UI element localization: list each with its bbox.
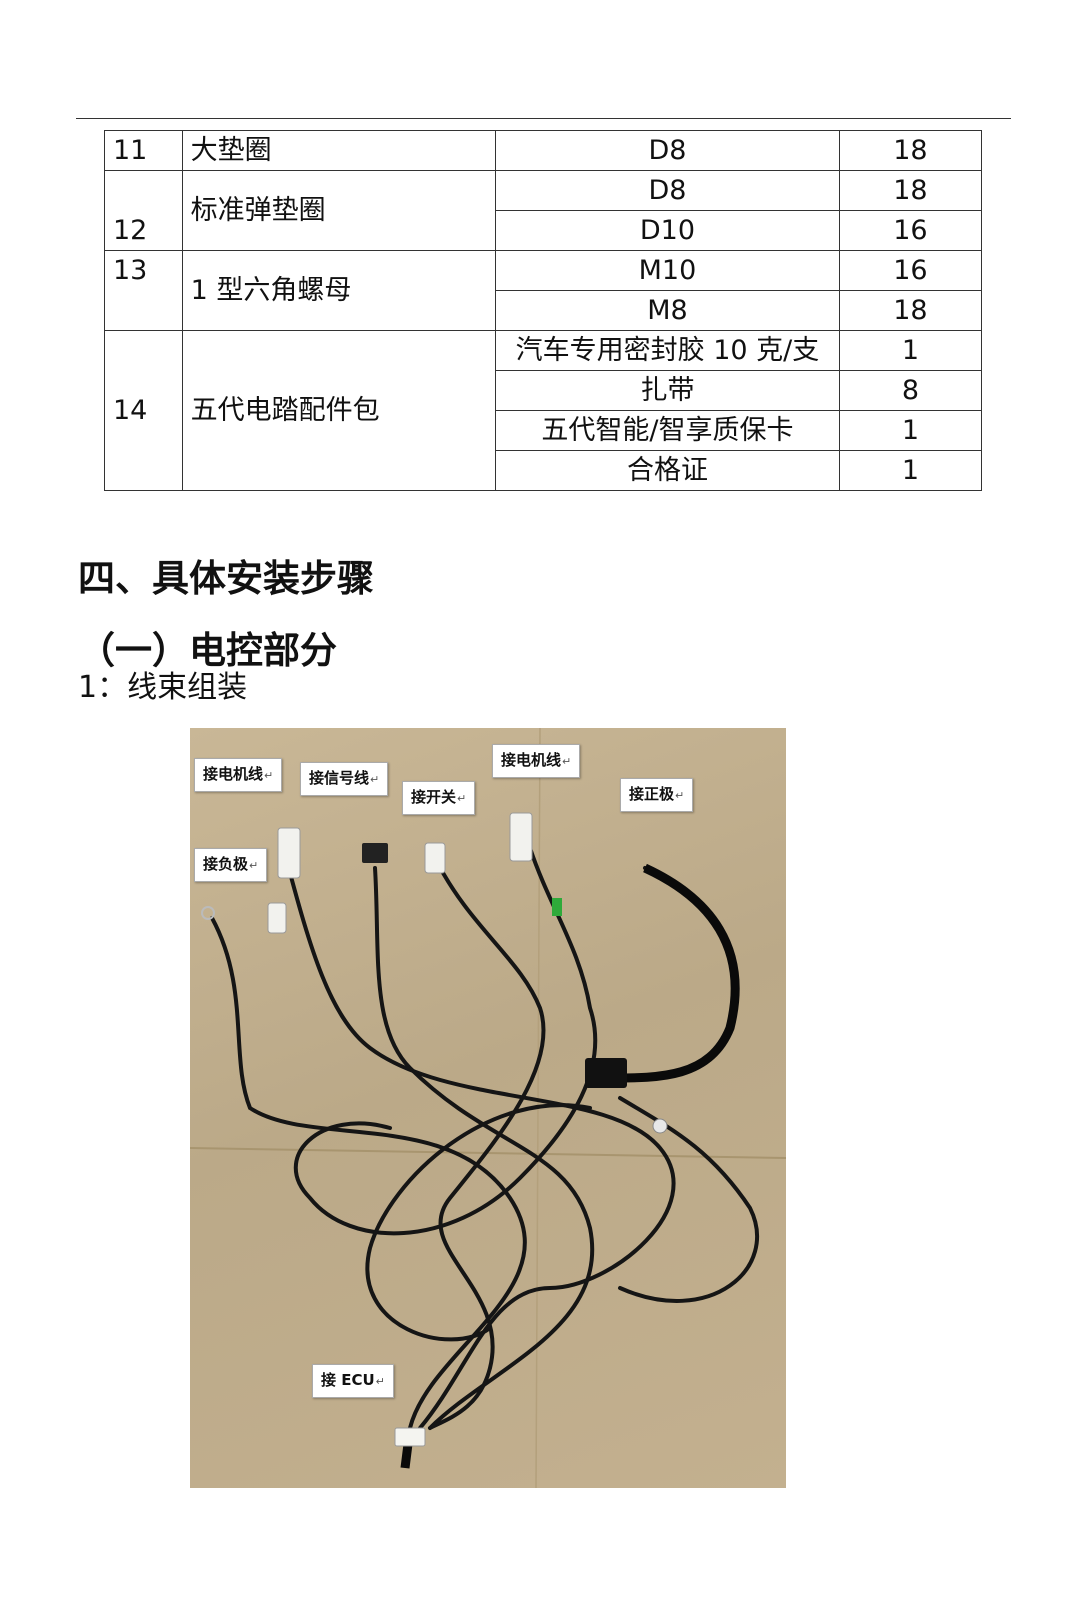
part-qty: 1	[838, 410, 983, 451]
part-name: 五代电踏配件包	[181, 330, 497, 491]
part-qty: 18	[838, 170, 983, 211]
table-row: D10 16	[105, 210, 983, 251]
wire-bundle	[210, 846, 759, 1430]
callout-ecu: 接 ECU↵	[312, 1364, 394, 1398]
motor-connector-left-b	[267, 902, 287, 934]
callout-motor-right: 接电机线↵	[492, 744, 581, 778]
table-row: 11 大垫圈 D8 18	[104, 130, 983, 171]
part-qty: 18	[838, 290, 983, 331]
step-label: 1：线束组装	[78, 670, 248, 705]
table-row: 合格证 1	[105, 450, 983, 491]
callout-switch: 接开关↵	[402, 781, 476, 815]
part-spec: 五代智能/智享质保卡	[495, 410, 840, 451]
main-cable	[609, 863, 740, 1083]
section-title: 四、具体安装步骤	[78, 557, 374, 600]
ring-terminal	[652, 1118, 668, 1134]
signal-connector	[362, 843, 388, 863]
subsection-title: （一）电控部分	[78, 629, 337, 672]
part-qty: 1	[838, 330, 983, 371]
part-spec: 合格证	[495, 450, 840, 491]
wiring-harness-photo: 接电机线↵ 接信号线↵ 接开关↵ 接电机线↵ 接正极↵ 接负极↵ 接 ECU↵	[190, 728, 786, 1488]
part-qty: 1	[838, 450, 983, 491]
part-spec: D8	[495, 130, 840, 171]
table-row: 13 1 型六角螺母 M10 16	[104, 250, 983, 331]
parts-table: 11 大垫圈 D8 18 12 标准弹垫圈 D8 18 D10 16 13 1 …	[104, 130, 983, 491]
part-name: 标准弹垫圈	[181, 170, 497, 251]
switch-connector	[424, 842, 446, 874]
table-row: 12 标准弹垫圈 D8 18	[104, 170, 983, 251]
part-spec: 扎带	[495, 370, 840, 411]
part-qty: 18	[838, 130, 983, 171]
part-spec: D10	[495, 210, 840, 251]
motor-connector-left	[277, 827, 301, 879]
row-number: 14	[104, 330, 183, 491]
callout-motor-left: 接电机线↵	[194, 758, 283, 792]
row-number: 11	[104, 130, 183, 171]
callout-negative: 接负极↵	[194, 848, 268, 882]
relay-box	[585, 1058, 627, 1088]
part-qty: 16	[838, 250, 983, 291]
part-spec: M8	[495, 290, 840, 331]
callout-signal: 接信号线↵	[300, 762, 389, 796]
ecu-connector	[394, 1427, 426, 1447]
part-spec: D8	[495, 170, 840, 211]
negative-ring-terminal	[201, 906, 215, 920]
row-number: 12	[104, 170, 183, 251]
part-qty: 16	[838, 210, 983, 251]
part-spec: M10	[495, 250, 840, 291]
part-spec: 汽车专用密封胶 10 克/支	[495, 330, 840, 371]
row-number: 13	[104, 250, 183, 331]
table-row: 五代智能/智享质保卡 1	[105, 410, 983, 451]
part-qty: 8	[838, 370, 983, 411]
harness-illustration	[190, 728, 786, 1488]
green-sleeve	[552, 898, 562, 916]
motor-connector-right	[509, 812, 533, 862]
table-row: 14 五代电踏配件包 汽车专用密封胶 10 克/支 1	[104, 330, 983, 491]
part-name: 大垫圈	[181, 130, 497, 171]
header-rule	[76, 118, 1011, 119]
part-name: 1 型六角螺母	[181, 250, 497, 331]
callout-positive: 接正极↵	[620, 778, 694, 812]
